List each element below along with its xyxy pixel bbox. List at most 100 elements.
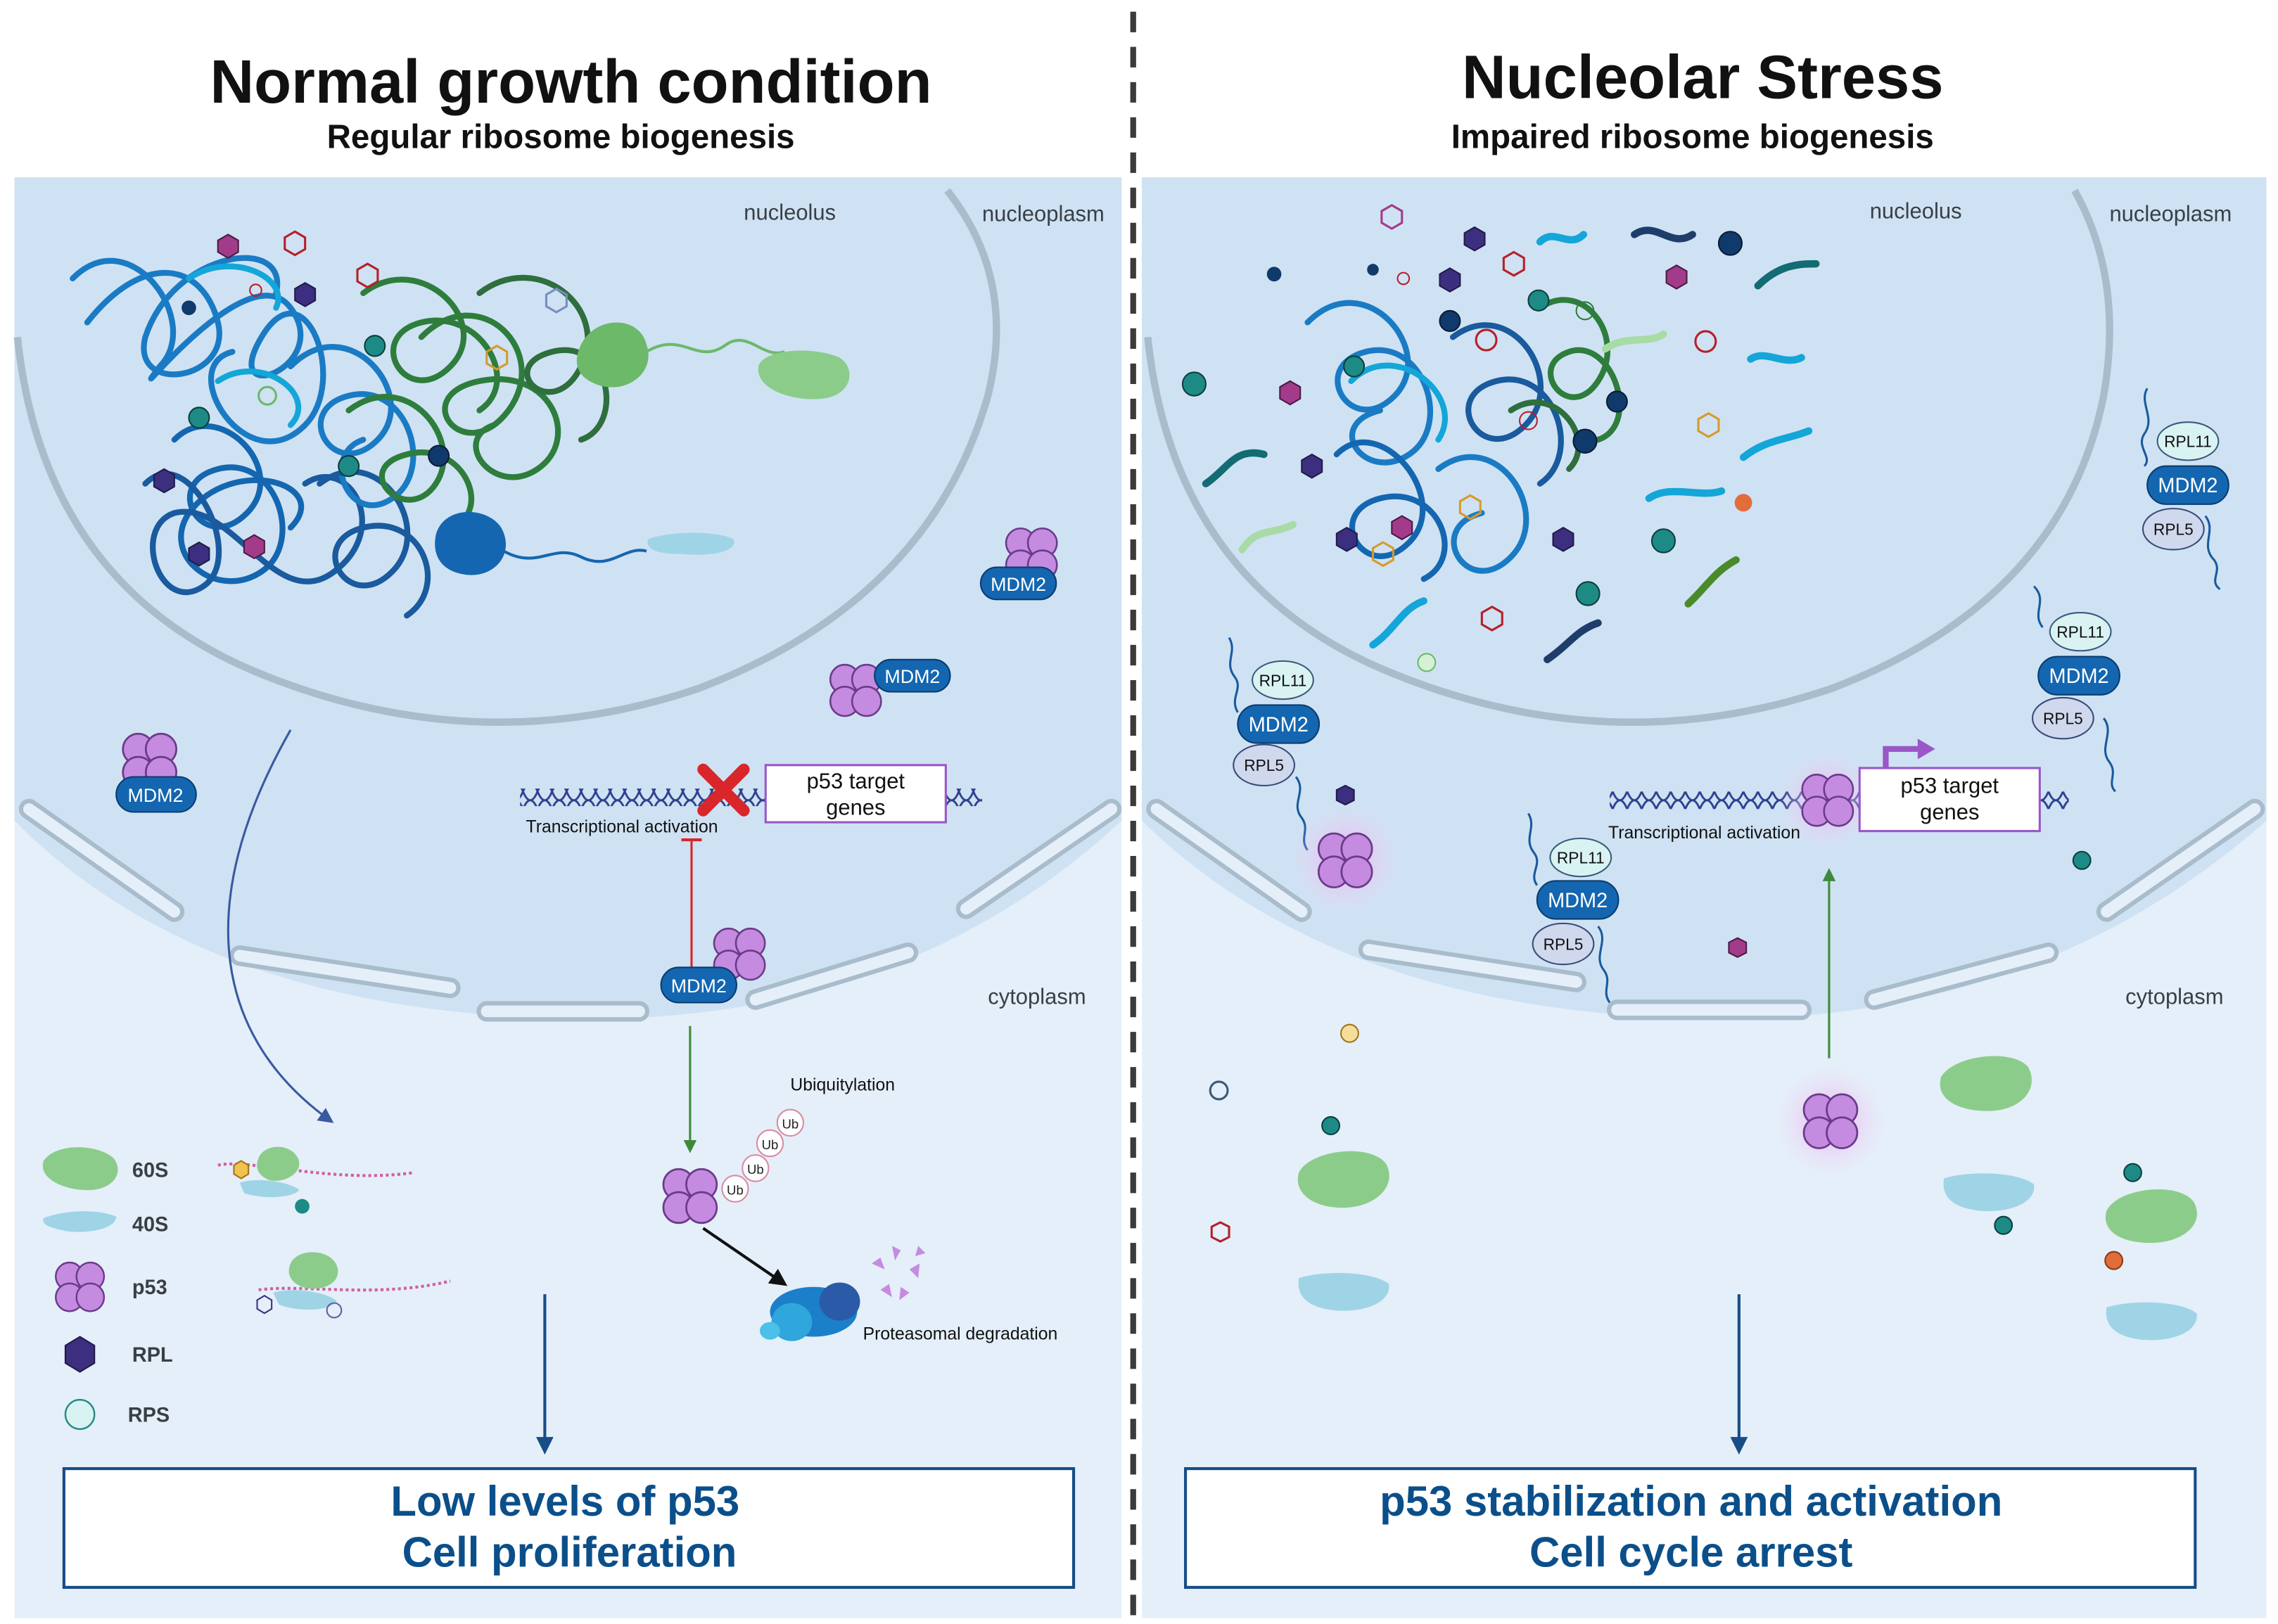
mdm2-label: MDM2 [2049,665,2109,688]
rps-circle [1209,1080,1229,1101]
left-target-genes-box [764,764,947,824]
rpl-hexagon [243,534,265,560]
rps-circle [249,283,262,297]
rpl-hexagon [545,287,568,314]
legend-rps-icon [64,1398,96,1431]
ub-label: Ub [762,1137,779,1152]
rdna-tangle [70,255,610,619]
left-target-genes-line1: p53 target [807,769,905,793]
rps-circle [1343,355,1366,378]
translating-ribosome [256,1252,451,1319]
rps-circle [2072,850,2092,870]
mdm2-pill [979,566,1057,601]
rpl-hexagon [1665,264,1688,290]
rpl-hexagon [1335,527,1358,552]
fibrillar-center-green [576,322,649,388]
p53-ubiquitylated [662,1168,718,1225]
left-nucleus [14,177,1122,1019]
rps-circle [182,300,196,316]
rps-circle [188,407,210,429]
translating-ribosome [217,1146,414,1214]
rps-circle [428,445,450,467]
right-target-genes-box [1858,767,2041,833]
transcription-start-arrowhead [1917,739,1935,760]
rps-circle [1575,581,1601,606]
rpl11-mdm2-rpl5-complex: RPL11 MDM2 RPL5 [1527,812,1620,1004]
rpl-hexagon [1728,937,1748,958]
rpl5-label: RPL5 [1544,935,1584,953]
rpl11-mdm2-rpl5-complex: RPL11 MDM2 RPL5 [1228,637,1321,851]
free-60s-subunit [2105,1189,2197,1243]
p53-stabilized-cytoplasm [1802,1093,1859,1149]
p53-complex-nucleoplasm [829,663,882,717]
dispersed-rdna [1304,297,1623,582]
rps-circle [1572,428,1598,454]
left-nucleoplasm-label: nucleoplasm [982,202,1105,226]
left-nucleolar-proteins [153,230,568,567]
rps-circle [1181,371,1207,397]
rps-circle [1575,301,1595,321]
left-title: Normal growth condition [210,48,932,116]
cytoplasm-free-subunits [1209,850,2197,1341]
rpl-hexagon [1301,453,1323,479]
rpl11-mdm2-rpl5-complex: RPL11 MDM2 RPL5 [2031,585,2120,793]
legend-60s-label: 60S [132,1159,168,1182]
rps-circle [1519,411,1538,430]
free-60s-subunit [1297,1151,1389,1208]
pol1-blue [435,511,507,575]
legend-p53-label: p53 [132,1277,167,1299]
right-outcome-line1: p53 stabilization and activation [1380,1478,2002,1525]
free-40s-subunit [1298,1272,1389,1311]
mdm2-label: MDM2 [2158,475,2217,497]
rpl-hexagon [1279,380,1302,406]
rpl-hexagon [294,281,317,307]
rps-circle [257,385,277,406]
right-panel: Nucleolar Stress Impaired ribosome bioge… [1142,43,2267,1618]
block-x-icon [697,763,750,817]
rpl5-label: RPL5 [1244,756,1284,774]
rps-circle [2123,1163,2142,1182]
transcription-start-arrow [1883,746,1921,768]
mdm2-label: MDM2 [671,976,727,997]
left-nucleolus-boundary [13,188,1000,727]
left-transcription-label: Transcriptional activation [526,817,718,837]
legend-p53-icon [55,1261,106,1312]
rpl11-label: RPL11 [2056,622,2104,641]
mdm2-pill [660,966,738,1004]
ub-label: Ub [727,1182,744,1197]
rpl-hexagon [1502,250,1525,277]
ubiquitin-chain: Ub Ub Ub Ub [721,1108,805,1203]
rps-circle [1717,231,1743,256]
free-40s-subunit [1943,1173,2035,1211]
proteasome-icon [760,1282,860,1341]
rps-circle [1694,330,1717,353]
mdm2-pill [874,658,951,693]
rpl-hexagon [153,468,175,494]
rpl5-label: RPL5 [2153,520,2194,539]
right-nucleolus-label: nucleolus [1870,198,1962,223]
left-outcome-box [62,1467,1076,1589]
rps-circle [1439,309,1461,333]
proteasomal-label: Proteasomal degradation [863,1324,1058,1344]
right-nucleolar-proteins [1181,203,1752,672]
ub-label: Ub [747,1162,764,1177]
rps-circle [1321,1115,1341,1136]
rps-circle [1734,494,1752,512]
rps-circle [1605,390,1628,413]
ubiquitylation-label: Ubiquitylation [790,1075,895,1094]
rps-circle [1417,653,1437,672]
ribosome-export-arrow [227,729,334,1123]
left-subtitle: Regular ribosome biogenesis [327,118,795,155]
rps-circle [364,335,386,357]
legend-rps-label: RPS [128,1404,170,1426]
mdm2-pill [115,776,197,813]
right-nucleolus-boundary [1144,188,2113,727]
p53-bound-promoter [1801,774,1854,827]
ribosome-40s-nucleolus [647,532,734,555]
rps-circle [1340,1023,1359,1043]
rpl-hexagon [1463,226,1486,252]
legend-rpl-label: RPL [132,1344,173,1367]
degradation-arrow [702,1227,788,1286]
left-panel: Normal growth condition Regular ribosome… [13,48,1122,1618]
free-40s-subunit [2106,1302,2197,1341]
